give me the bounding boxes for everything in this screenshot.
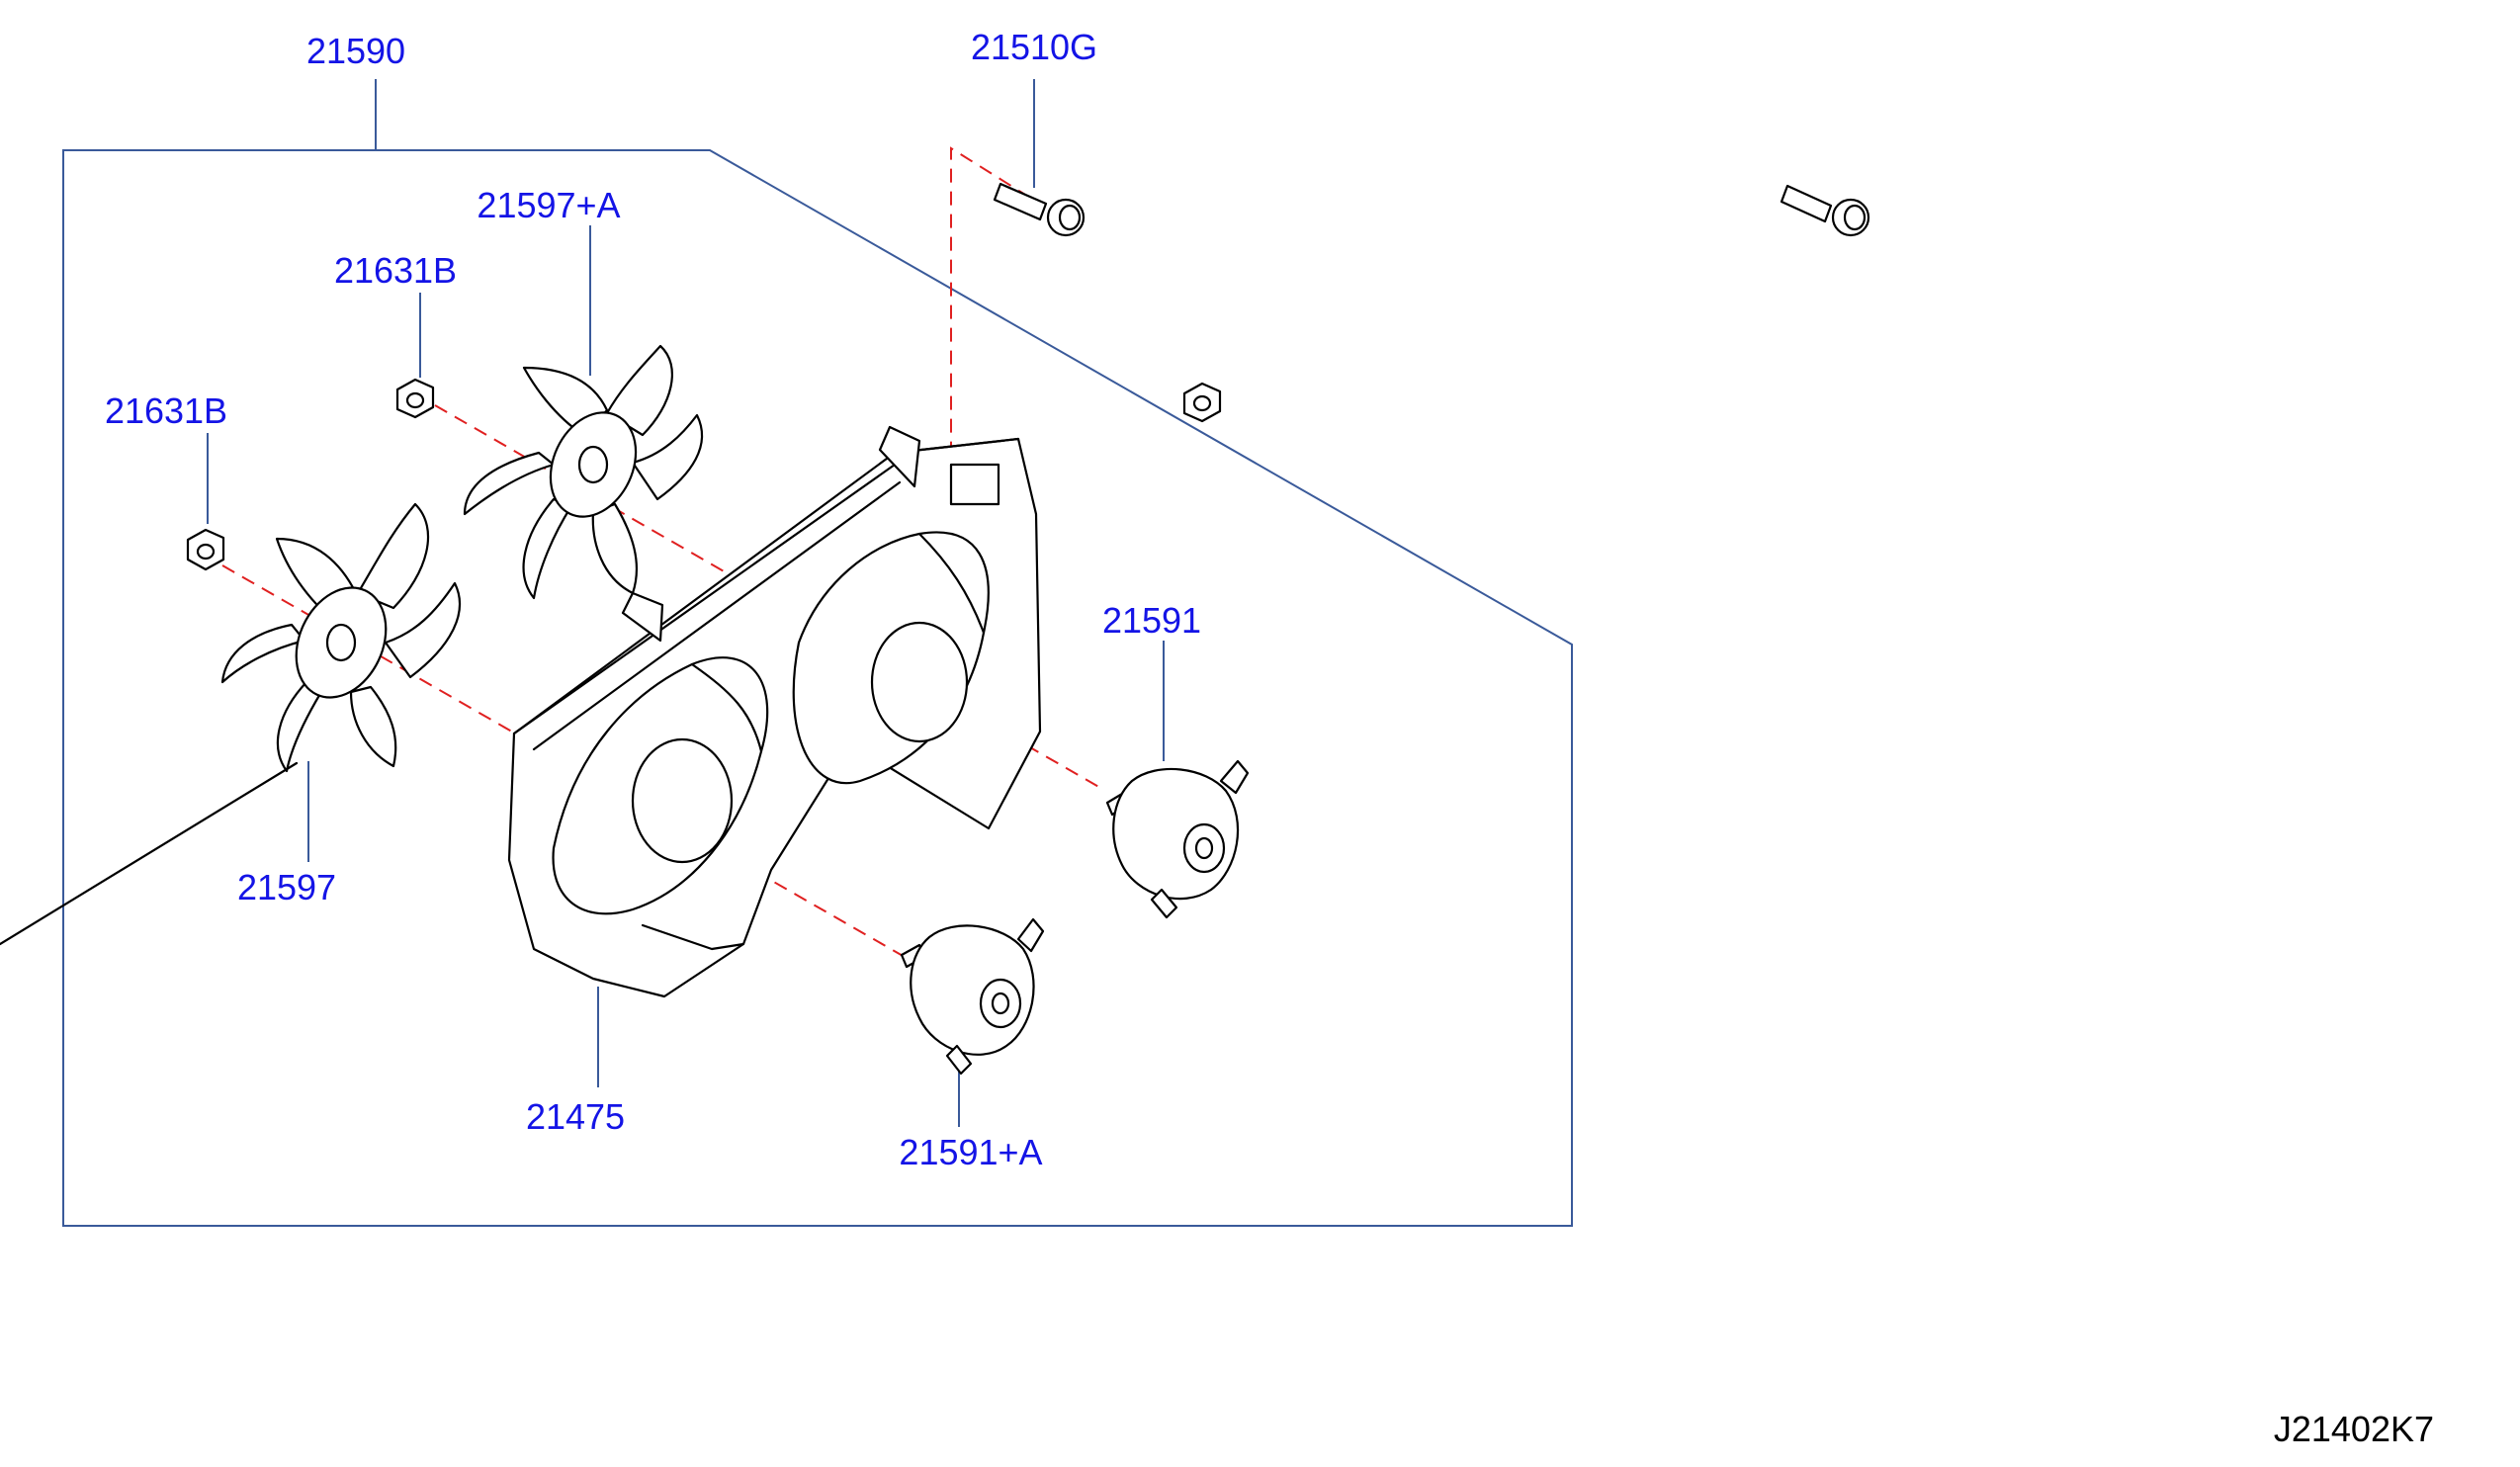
callout-assembly[interactable]: 21590 [306,31,405,71]
nut-upper [395,378,435,419]
callout-nut-upper[interactable]: 21631B [334,250,457,291]
axis-bolt [950,146,1031,494]
callout-fan-lower[interactable]: 21597 [237,867,336,907]
bolt-spare [1780,184,1870,237]
fan-lower [220,502,462,773]
fan-lower-shaft [0,761,299,946]
callout-motor-right[interactable]: 21591 [1102,600,1201,641]
bolt-main [993,182,1086,237]
callout-motor-lower[interactable]: 21591+A [899,1132,1042,1172]
callout-fan-upper[interactable]: 21597+A [477,185,620,225]
callout-bolt[interactable]: 21510G [971,27,1097,67]
assembly-boundary [62,149,1573,1227]
callout-shroud[interactable]: 21475 [526,1096,625,1137]
motor-lower [900,917,1045,1076]
fan-shroud [507,425,1042,998]
callout-nut-lower[interactable]: 21631B [105,390,227,431]
diagram-code: J21402K7 [2274,1409,2434,1449]
fan-upper [463,344,703,600]
nut-lower [186,528,225,571]
nut-spare [1182,382,1222,423]
motor-right [1105,759,1250,919]
